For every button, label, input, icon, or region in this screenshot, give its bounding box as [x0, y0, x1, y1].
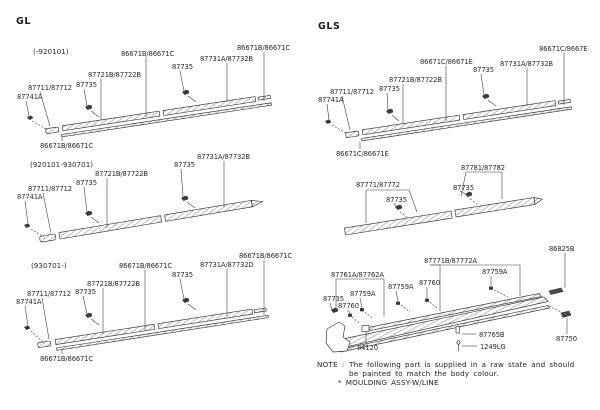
- part-label: 87735: [76, 179, 97, 187]
- variant-label: (930701-): [31, 261, 67, 270]
- part-label: 87760: [338, 302, 359, 310]
- gl-diagram3-leaders: [24, 260, 265, 354]
- gls-diagram3-parts: [325, 287, 572, 353]
- gls-diagram3-clips: [331, 286, 493, 317]
- part-label: 87711/87712: [27, 290, 71, 298]
- part-label: 86671B/86671C: [119, 262, 172, 270]
- gls-diagram2-clips: [395, 191, 473, 210]
- note-label: NOTE :: [317, 360, 345, 369]
- part-label: 86671B/86671C: [239, 252, 292, 260]
- part-label: 87735: [76, 81, 97, 89]
- gl-diagram1-strips: [45, 94, 272, 138]
- gl-diagram1-clips: [27, 89, 190, 120]
- part-label: 87721B/87722B: [389, 76, 442, 84]
- part-label: 86671C/86671E: [336, 150, 389, 158]
- part-label: 87711/87712: [28, 185, 72, 193]
- variant-label: (920101-930701): [30, 160, 94, 169]
- variant-label: (-920101): [33, 47, 69, 56]
- part-label: 86825B: [549, 245, 575, 253]
- part-label: 87735: [453, 184, 474, 192]
- part-label: 87741A: [17, 93, 43, 101]
- note-text-line1: The following part is supplied in a raw …: [349, 360, 575, 369]
- part-label: 87761A/87762A: [331, 271, 384, 279]
- part-label: 87735: [379, 85, 400, 93]
- part-label: 87741A: [17, 193, 43, 201]
- part-label: 87735: [172, 63, 193, 71]
- part-label: 87771B/87772A: [424, 257, 477, 265]
- gls-diagram2-strips: [343, 197, 544, 236]
- part-label: 87735: [75, 288, 96, 296]
- gl-diagram2-strips: [39, 200, 264, 243]
- gl-diagram3-strips: [37, 307, 269, 351]
- part-label: 87731A/87732B: [197, 153, 250, 161]
- part-label: 87711/87712: [330, 88, 374, 96]
- part-label: 84120: [357, 344, 378, 352]
- part-label: 87759A: [482, 268, 508, 276]
- gls-diagram1-strips: [345, 98, 572, 142]
- part-label: 87741A: [318, 96, 344, 104]
- part-label: 86671B/86671C: [121, 50, 174, 58]
- part-label: 87771/87772: [356, 181, 400, 189]
- part-label: 87711/87712: [28, 84, 72, 92]
- part-label: 87759A: [350, 290, 376, 298]
- part-label: 87765B: [479, 331, 505, 339]
- note-text-line2: be painted to match the body colour.: [349, 369, 499, 378]
- section-title-gl: GL: [16, 16, 32, 27]
- gl-diagram2-clips: [24, 195, 189, 228]
- gl-diagram2-leaders: [24, 161, 225, 238]
- part-label: 1249LG: [480, 343, 506, 351]
- gls-diagram2-leaders: [365, 171, 503, 223]
- part-label: 86671C/8667E: [539, 45, 588, 53]
- part-label: 87781/87782: [461, 164, 505, 172]
- part-label: 86671B/86671C: [237, 44, 290, 52]
- part-label: 86671B/86671C: [40, 355, 93, 363]
- part-label: 87735: [473, 66, 494, 74]
- part-label: 86671C/86671E: [420, 58, 473, 66]
- note-text-line3: * MOULDING ASSY-W/LINE: [338, 378, 439, 387]
- part-label: 87731A/87732B: [200, 55, 253, 63]
- gls-diagram1-leaders: [326, 53, 565, 149]
- part-label: 87741A: [16, 298, 42, 306]
- part-label: 87731A/87732D: [200, 261, 254, 269]
- part-label: 87735: [323, 295, 344, 303]
- part-label: 86671B/86671C: [40, 142, 93, 150]
- part-label: 87721B/87722B: [87, 280, 140, 288]
- gls-diagram3-leaders: [329, 253, 568, 347]
- part-label: 87721B/87722B: [95, 170, 148, 178]
- gls-diagram1-clips: [325, 93, 490, 124]
- part-label: 87760: [419, 279, 440, 287]
- part-label: 87735: [172, 271, 193, 279]
- part-label: 87721B/87722B: [88, 71, 141, 79]
- section-title-gls: GLS: [318, 21, 341, 32]
- part-label: 87759A: [388, 283, 414, 291]
- part-label: 87735: [174, 161, 195, 169]
- part-label: 87750: [556, 335, 577, 343]
- gl-diagram3-clips: [24, 297, 190, 330]
- gl-diagram1-leaders: [25, 52, 265, 141]
- part-label: 87731A/87732B: [500, 60, 553, 68]
- part-label: 87735: [386, 196, 407, 204]
